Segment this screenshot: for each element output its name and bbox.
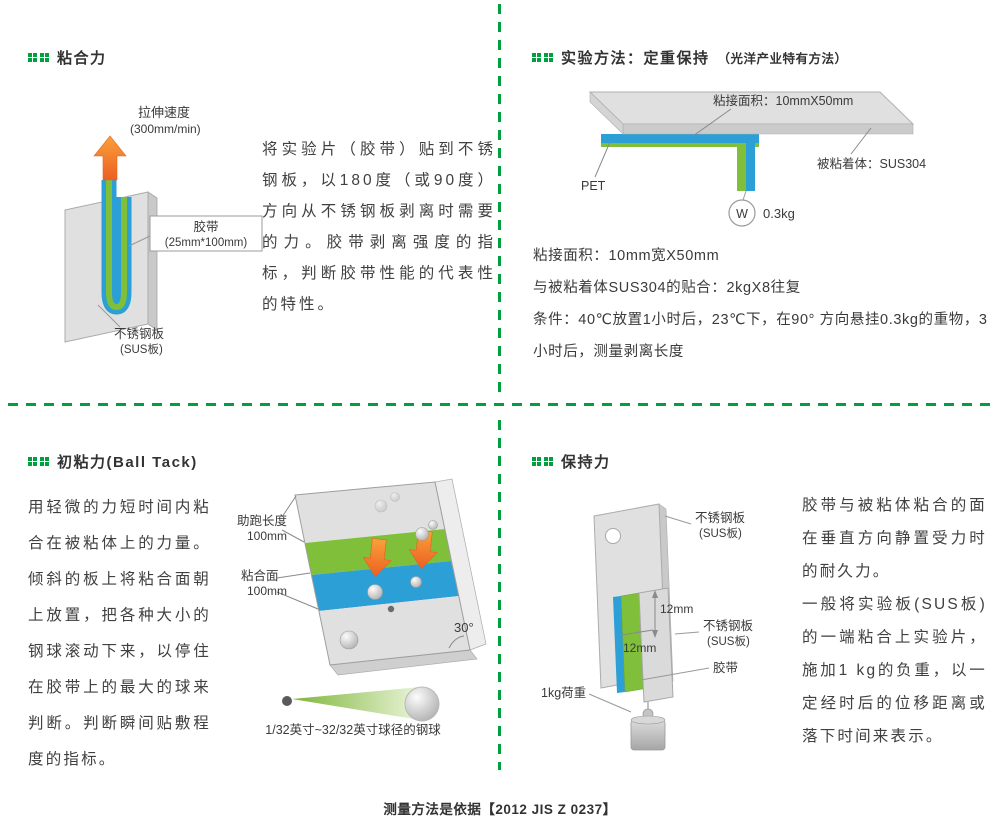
svg-text:粘合面: 粘合面 bbox=[241, 568, 279, 583]
weight bbox=[630, 702, 666, 751]
section-marker-icon bbox=[532, 456, 553, 466]
adhesion-description: 将实验片（胶带）贴到不锈钢板，以180度（或90度）方向从不锈钢板剥离时需要的力… bbox=[262, 141, 496, 313]
svg-text:不锈钢板: 不锈钢板 bbox=[703, 618, 754, 633]
roll-arrow-icon bbox=[362, 538, 392, 578]
pull-arrow-icon bbox=[93, 135, 127, 181]
holding-diagram: 不锈钢板 (SUS板) 12mm 12mm 不锈钢板 (SUS板) 胶带 1kg… bbox=[541, 503, 754, 751]
svg-text:(SUS板): (SUS板) bbox=[120, 342, 163, 356]
svg-text:12mm: 12mm bbox=[623, 641, 656, 655]
svg-text:1/32英寸~32/32英寸球径的钢球: 1/32英寸~32/32英寸球径的钢球 bbox=[265, 722, 441, 737]
bond-face-dimension: 粘合面 100mm bbox=[241, 568, 319, 610]
svg-text:不锈钢板: 不锈钢板 bbox=[114, 326, 165, 341]
svg-text:胶带: 胶带 bbox=[713, 660, 738, 675]
ball-size-range: 1/32英寸~32/32英寸球径的钢球 bbox=[265, 686, 441, 737]
section-title-adhesion: 粘合力 bbox=[57, 50, 107, 67]
weight-hold-line2: 与被粘着体SUS304的贴合：2kgX8往复 bbox=[533, 280, 801, 296]
svg-text:粘接面积：10mmX50mm: 粘接面积：10mmX50mm bbox=[713, 93, 853, 108]
section-title-ball-tack: 初粘力(Ball Tack) bbox=[57, 454, 198, 471]
runup-dimension: 助跑长度 100mm bbox=[237, 495, 305, 543]
pet-label: PET bbox=[581, 141, 611, 193]
ball-tack-diagram: 助跑长度 100mm 粘合面 100mm 30° 1/32英寸~32/32英寸球… bbox=[237, 478, 487, 737]
section-marker-icon bbox=[28, 52, 49, 62]
svg-text:胶带: 胶带 bbox=[193, 219, 218, 234]
load-label: 1kg荷重 bbox=[541, 685, 632, 713]
section-marker-icon bbox=[532, 52, 553, 62]
svg-text:不锈钢板: 不锈钢板 bbox=[695, 510, 746, 525]
svg-text:(300mm/min): (300mm/min) bbox=[130, 122, 201, 136]
svg-text:助跑长度: 助跑长度 bbox=[237, 513, 288, 528]
adherend-label: 被粘着体：SUS304 bbox=[817, 127, 926, 171]
plate-front-label: 不锈钢板 (SUS板) bbox=[674, 618, 754, 648]
svg-text:100mm: 100mm bbox=[247, 584, 287, 598]
bond-area-label: 粘接面积：10mmX50mm bbox=[692, 93, 853, 137]
tape-label: 胶带 bbox=[640, 660, 738, 681]
standard-reference-note: 测量方法是依据【2012 JIS Z 0237】 bbox=[383, 802, 617, 817]
holding-description: 胶带与被粘体粘合的面在垂直方向静置受力时的耐久力。 一般将实验板(SUS板)的一… bbox=[802, 489, 987, 753]
dim-12mm-horizontal: 12mm bbox=[620, 629, 656, 655]
tape-loop bbox=[101, 180, 132, 315]
svg-text:拉伸速度: 拉伸速度 bbox=[138, 105, 190, 120]
holding-paragraph-2: 一般将实验板(SUS板)的一端粘合上实验片，施加1 kg的负重，以一定经时后的位… bbox=[802, 596, 987, 745]
svg-text:(25mm*100mm): (25mm*100mm) bbox=[165, 237, 248, 249]
svg-text:(SUS板): (SUS板) bbox=[699, 526, 742, 540]
tape-layers bbox=[601, 134, 759, 191]
weight-hold-line3: 条件：40℃放置1小时后，23℃下，在90° 方向悬挂0.3kg的重物，3小时后… bbox=[533, 312, 988, 360]
weight-hold-diagram: 粘接面积：10mmX50mm PET 被粘着体：SUS304 W 0.3kg bbox=[581, 91, 926, 227]
ball-tack-description: 用轻微的力短时间内粘合在被粘体上的力量。倾斜的板上将粘合面朝上放置，把各种大小的… bbox=[28, 499, 211, 768]
section-header-adhesion: 粘合力 bbox=[28, 47, 107, 68]
steel-balls bbox=[339, 492, 438, 650]
svg-text:0.3kg: 0.3kg bbox=[763, 206, 795, 221]
tape-and-front-plate bbox=[613, 587, 674, 703]
section-header-weight-hold: 实验方法：定重保持 （光洋产业特有方法） bbox=[532, 47, 848, 68]
svg-text:1kg荷重: 1kg荷重 bbox=[541, 685, 586, 700]
tape-label: 胶带 (25mm*100mm) bbox=[128, 215, 263, 252]
svg-text:PET: PET bbox=[581, 179, 606, 193]
svg-text:12mm: 12mm bbox=[660, 602, 693, 616]
holding-paragraph-1: 胶带与被粘体粘合的面在垂直方向静置受力时的耐久力。 bbox=[802, 497, 987, 580]
section-title-suffix: （光洋产业特有方法） bbox=[717, 52, 848, 66]
svg-text:30°: 30° bbox=[454, 620, 474, 635]
adhesion-diagram: 拉伸速度 (300mm/min) 胶带 (25mm*100mm) 不锈钢板 (S… bbox=[64, 105, 263, 356]
plate-top-label: 不锈钢板 (SUS板) bbox=[664, 510, 746, 540]
roll-arrow-icon bbox=[408, 530, 438, 570]
speed-label: 拉伸速度 (300mm/min) bbox=[130, 105, 201, 136]
section-header-holding: 保持力 bbox=[532, 451, 611, 472]
svg-text:100mm: 100mm bbox=[247, 529, 287, 543]
ramp bbox=[294, 478, 487, 676]
section-header-ball-tack: 初粘力(Ball Tack) bbox=[28, 451, 198, 472]
divider-vertical-bottom bbox=[498, 420, 501, 770]
svg-text:被粘着体：SUS304: 被粘着体：SUS304 bbox=[817, 156, 926, 171]
divider-horizontal bbox=[8, 403, 995, 406]
steel-plate bbox=[588, 91, 915, 135]
plate-label: 不锈钢板 (SUS板) bbox=[97, 304, 165, 356]
dim-12mm-vertical: 12mm bbox=[652, 590, 693, 638]
weight-hold-description: 粘接面积：10mm宽X50mm 与被粘着体SUS304的贴合：2kgX8往复 条… bbox=[533, 240, 989, 368]
section-title-holding: 保持力 bbox=[561, 454, 611, 471]
weight-marker: W 0.3kg bbox=[728, 190, 795, 227]
angle-label: 30° bbox=[448, 620, 474, 649]
svg-text:(SUS板): (SUS板) bbox=[707, 634, 750, 648]
divider-vertical-top bbox=[498, 4, 501, 396]
svg-text:W: W bbox=[736, 207, 748, 221]
section-title-weight-hold: 实验方法：定重保持 bbox=[561, 50, 710, 67]
weight-hold-line1: 粘接面积：10mm宽X50mm bbox=[533, 248, 720, 264]
section-marker-icon bbox=[28, 456, 49, 466]
